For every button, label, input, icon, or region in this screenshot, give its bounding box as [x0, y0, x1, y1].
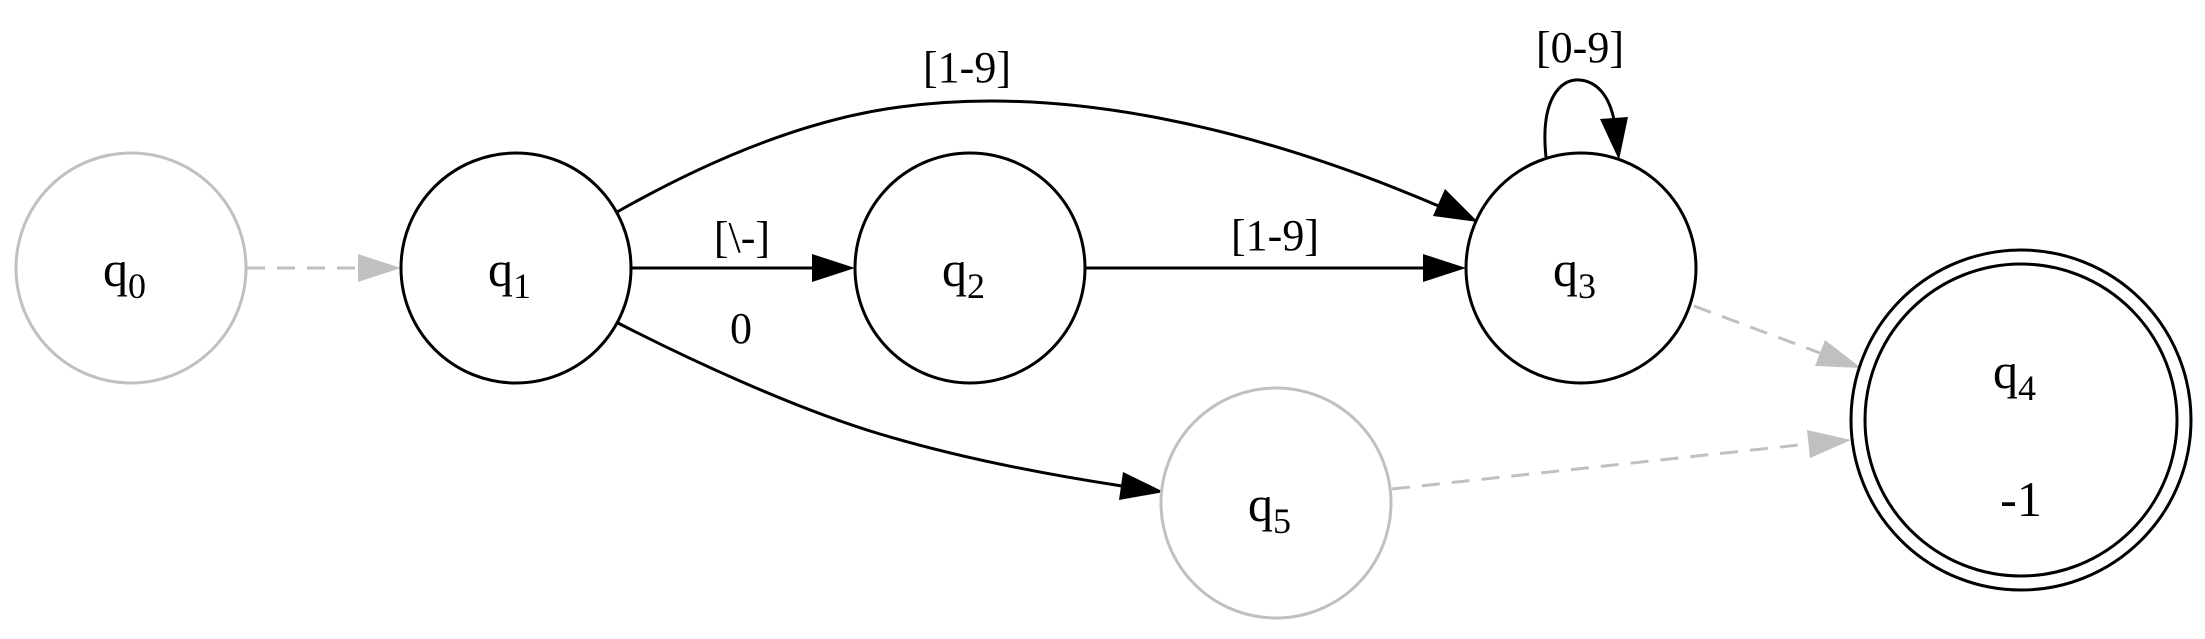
- edge-q1-q5: 0: [617, 304, 1164, 500]
- state-label-q5: q5: [1248, 476, 1291, 541]
- state-label-q4: q4: [1993, 343, 2036, 408]
- edge-q1-q3: [1-9]: [616, 43, 1478, 222]
- edge-label-q3-q3: [0-9]: [1536, 23, 1624, 72]
- state-q1: q1: [399, 151, 633, 385]
- state-q5: q5: [1159, 386, 1393, 620]
- arrowhead: [1423, 254, 1466, 282]
- edge-q3-q3: [0-9]: [1536, 23, 1628, 160]
- state-label-q2: q2: [942, 241, 985, 306]
- state-output-q4: -1: [2000, 471, 2042, 527]
- edge-q2-q3: [1-9]: [1085, 211, 1466, 282]
- edge-label-q1-q3: [1-9]: [923, 43, 1011, 92]
- accepting-ring: [1863, 262, 2179, 578]
- edge-label-q1-q2: [\-]: [714, 213, 770, 262]
- state-label-q1: q1: [488, 241, 531, 306]
- state-q4: q4 -1: [1849, 248, 2193, 592]
- arrowhead: [1815, 340, 1861, 368]
- edge-q5-q4: [1391, 430, 1851, 491]
- edge-q1-q2: [\-]: [631, 213, 855, 282]
- arrowhead: [358, 254, 401, 282]
- arrowhead: [1433, 189, 1478, 222]
- edge-q0-q1: [247, 254, 401, 282]
- arrowhead: [1807, 430, 1851, 458]
- state-label-q3: q3: [1553, 241, 1596, 306]
- state-q2: q2: [853, 151, 1087, 385]
- state-q0: q0: [14, 151, 248, 385]
- edge-q3-q4: [1693, 304, 1861, 368]
- state-q3: q3: [1464, 151, 1698, 385]
- edge-label-q2-q3: [1-9]: [1231, 211, 1319, 260]
- edge-label-q1-q5: 0: [730, 304, 752, 353]
- arrowhead: [1119, 472, 1164, 500]
- arrowhead: [1600, 117, 1628, 160]
- state-label-q0: q0: [103, 241, 146, 306]
- arrowhead: [812, 254, 855, 282]
